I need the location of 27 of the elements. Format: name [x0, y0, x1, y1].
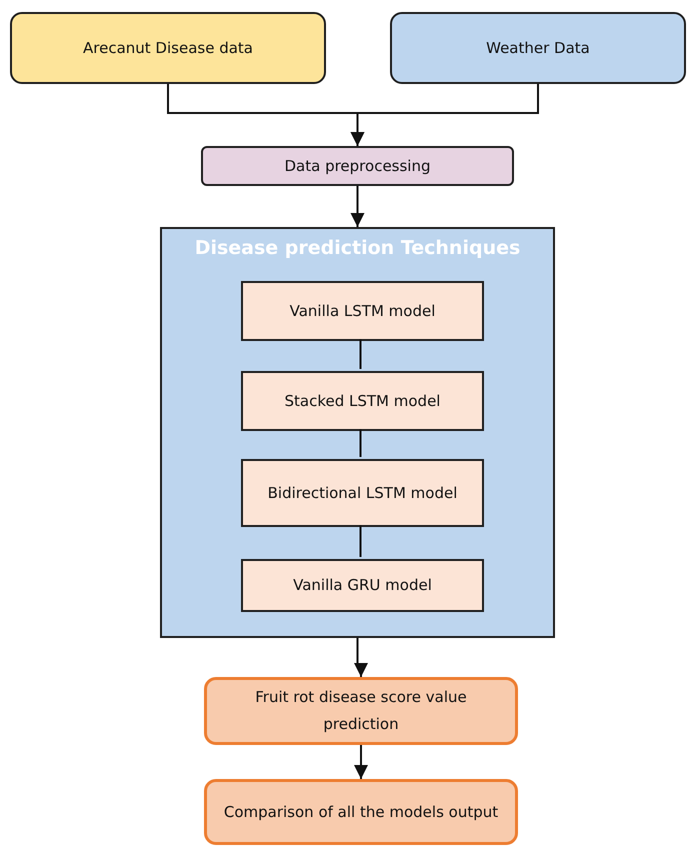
- node-label: Weather Data: [486, 38, 590, 58]
- node-label: Fruit rot disease score value prediction: [254, 687, 468, 735]
- connector-line: [360, 429, 362, 457]
- node-label: Vanilla LSTM model: [290, 300, 436, 322]
- process-box: [201, 146, 514, 186]
- model-box: [241, 559, 484, 612]
- node-label: Vanilla GRU model: [293, 575, 432, 596]
- model-box: [241, 371, 484, 431]
- data-source-box: [390, 12, 686, 84]
- node-label: Comparison of all the models output: [224, 802, 498, 822]
- arrow: [354, 638, 368, 677]
- model-box: [241, 281, 484, 341]
- group-title: Disease prediction Techniques: [194, 236, 520, 261]
- node-label: Stacked LSTM model: [284, 390, 440, 412]
- group-panel: [160, 227, 555, 638]
- connector-line: [360, 339, 362, 369]
- node-label: Arecanut Disease data: [83, 38, 253, 58]
- node-label: Bidirectional LSTM model: [268, 482, 458, 504]
- result-box: [204, 779, 518, 845]
- data-source-box: [10, 12, 326, 84]
- arrow: [354, 745, 368, 779]
- model-box: [241, 459, 484, 527]
- arrow: [350, 84, 539, 146]
- node-label: Data preprocessing: [284, 156, 430, 176]
- result-box: [204, 677, 518, 745]
- arrow: [350, 186, 364, 227]
- connector-line: [360, 525, 362, 557]
